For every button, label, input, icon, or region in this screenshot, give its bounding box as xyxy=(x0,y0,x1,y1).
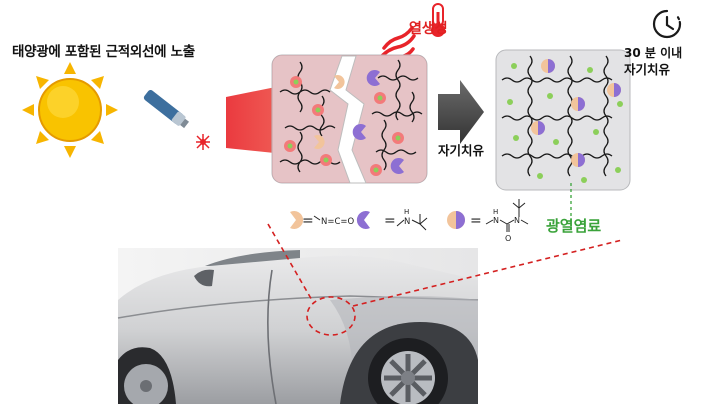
time-self-heal-label: 자기치유 xyxy=(624,62,671,77)
healed-polymer-panel xyxy=(495,49,631,191)
equals-sign: = xyxy=(470,213,482,229)
zoom-indicator xyxy=(267,223,623,336)
urea-n2-label: N xyxy=(514,216,520,225)
car-photo xyxy=(117,248,479,404)
urea-h-label: H xyxy=(493,208,498,216)
equals-sign: = xyxy=(384,213,396,229)
arrow-right-icon xyxy=(438,80,484,144)
photothermal-dye-label: 광열염료 xyxy=(546,217,602,235)
self-heal-arrow-label: 자기치유 xyxy=(438,143,485,158)
time-limit-label: 30 분 이내 xyxy=(624,46,683,60)
heat-generation-label: 열생성 xyxy=(409,21,448,37)
thermometer-icon xyxy=(431,3,445,37)
sun-icon xyxy=(22,62,118,158)
exposure-caption: 태양광에 포함된 근적외선에 노출 xyxy=(12,44,195,60)
isocyanate-label: N=C=O xyxy=(321,217,355,227)
amine-h-label: H xyxy=(404,208,409,216)
equals-sign: = xyxy=(302,213,314,229)
legend-row: = N=C=O = N H = N H N xyxy=(290,199,529,243)
amine-n-label: N xyxy=(404,217,410,227)
laser-pointer-icon xyxy=(143,90,210,150)
urea-bond-icon xyxy=(531,59,621,167)
amine-piece-icon xyxy=(356,211,370,230)
urea-n1-label: N xyxy=(493,216,499,225)
damaged-polymer-panel xyxy=(271,54,428,184)
urea-o-label: O xyxy=(505,234,511,243)
isocyanate-piece-icon xyxy=(290,211,304,230)
timer-icon xyxy=(652,9,682,39)
